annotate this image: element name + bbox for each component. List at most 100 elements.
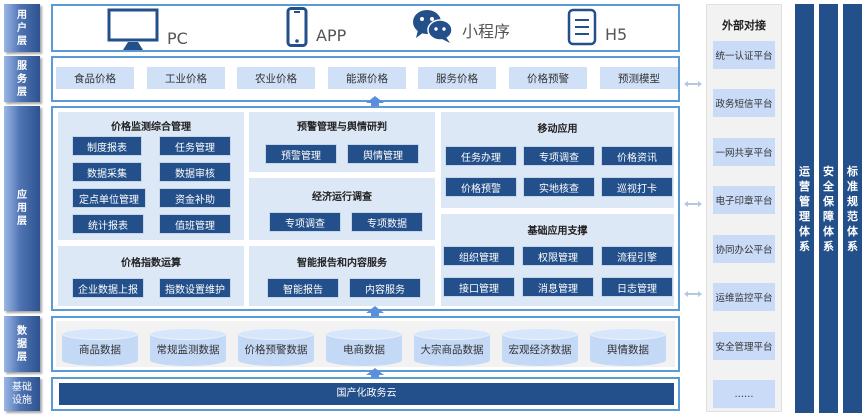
app-button[interactable]: 任务办理 (445, 146, 517, 166)
layer-label-text: 服务层 (17, 60, 27, 98)
data-store: 大宗商品数据 (414, 328, 490, 366)
data-store: 舆情数据 (590, 328, 666, 366)
panel-title: 智能报告和内容服务 (297, 258, 387, 269)
client-label: 小程序 (462, 22, 511, 41)
layer-label-data: 数据层 (4, 316, 40, 372)
app-button[interactable]: 实地核查 (523, 177, 595, 197)
panel-base-support: 基础应用支撑 组织管理 权限管理 流程引擎 接口管理 消息管理 日志管理 (441, 214, 674, 306)
external-title: 外部对接 (722, 19, 766, 32)
layer-label-infra: 基础设施 (4, 377, 40, 411)
service-item: 服务价格 (418, 67, 496, 89)
layer-label-application: 应用层 (4, 106, 40, 311)
app-button[interactable]: 专项调查 (523, 146, 595, 166)
app-button[interactable]: 价格资讯 (601, 146, 673, 166)
panel-smart-report: 智能报告和内容服务 智能报告 内容服务 (249, 246, 435, 306)
client-label: H5 (605, 25, 628, 44)
data-store: 宏观经济数据 (502, 328, 578, 366)
app-button[interactable]: 组织管理 (443, 246, 515, 266)
data-store-label: 舆情数据 (607, 344, 649, 356)
app-button[interactable]: 资金补助 (159, 188, 231, 208)
wechat-icon (413, 10, 453, 43)
app-button[interactable]: 企业数据上报 (72, 278, 144, 298)
app-button[interactable]: 统计报表 (72, 214, 144, 234)
bidirectional-arrow-icon (684, 291, 702, 297)
external-item[interactable]: 政务短信平台 (713, 89, 775, 117)
client-label: APP (316, 26, 347, 45)
panel-title: 预警管理与舆情研判 (297, 122, 387, 133)
service-item: 农业价格 (237, 67, 315, 89)
service-item: 能源价格 (328, 67, 406, 89)
pillar-label: 标准规范体系 (847, 165, 858, 253)
app-button[interactable]: 专项调查 (269, 212, 341, 232)
client-pc: PC (107, 8, 188, 50)
arrow-up-icon (366, 368, 384, 382)
app-button[interactable]: 数据审核 (159, 162, 231, 182)
arrow-up-icon (366, 96, 384, 110)
app-button[interactable]: 流程引擎 (601, 246, 673, 266)
app-button[interactable]: 日志管理 (601, 277, 673, 297)
data-store-label: 常规监测数据 (156, 344, 220, 356)
bidirectional-arrow-icon (684, 81, 702, 87)
app-button[interactable]: 舆情管理 (347, 144, 419, 164)
app-button[interactable]: 定点单位管理 (72, 188, 146, 208)
external-item[interactable]: 安全管理平台 (713, 332, 775, 360)
service-item: 价格预警 (509, 67, 587, 89)
pillar-standards: 标准规范体系 (843, 4, 862, 413)
app-button[interactable]: 预警管理 (265, 144, 337, 164)
infra-cloud-label: 国产化政务云 (336, 388, 397, 399)
data-store-label: 电商数据 (343, 344, 385, 356)
app-button[interactable]: 内容服务 (349, 278, 421, 298)
app-button[interactable]: 数据采集 (72, 162, 142, 182)
app-button[interactable]: 价格预警 (445, 177, 517, 197)
layer-label-text: 用户层 (17, 9, 27, 47)
bidirectional-arrow-icon (684, 201, 702, 207)
external-integration-panel: 外部对接 统一认证平台 政务短信平台 一网共享平台 电子印章平台 协同办公平台 … (706, 4, 782, 412)
panel-title: 移动应用 (537, 124, 578, 135)
smartphone-icon (286, 7, 308, 47)
pillar-security: 安全保障体系 (819, 4, 838, 413)
data-store-label: 商品数据 (79, 344, 121, 356)
app-button[interactable]: 巡视打卡 (601, 177, 673, 197)
panel-title: 基础应用支撑 (527, 226, 588, 237)
client-label: PC (167, 29, 188, 48)
layer-label-user: 用户层 (4, 4, 40, 52)
panel-warning: 预警管理与舆情研判 预警管理 舆情管理 (249, 112, 435, 172)
client-h5: H5 (567, 8, 627, 46)
external-item[interactable]: 电子印章平台 (713, 186, 775, 214)
app-button[interactable]: 专项数据 (351, 212, 423, 232)
app-button[interactable]: 消息管理 (522, 277, 594, 297)
infra-cloud-bar: 国产化政务云 (59, 383, 674, 405)
external-item: …… (713, 380, 775, 408)
app-button[interactable]: 接口管理 (443, 277, 515, 297)
data-store-label: 大宗商品数据 (420, 344, 484, 356)
data-store-label: 宏观经济数据 (508, 344, 572, 356)
app-button[interactable]: 权限管理 (522, 246, 594, 266)
pillar-label: 安全保障体系 (823, 165, 834, 253)
service-item: 预测模型 (600, 67, 678, 89)
client-miniprogram: 小程序 (412, 8, 510, 44)
document-icon (567, 8, 597, 46)
monitor-icon (107, 8, 159, 50)
layer-label-text: 数据层 (17, 325, 27, 363)
external-item[interactable]: 一网共享平台 (713, 138, 775, 166)
app-button[interactable]: 任务管理 (159, 136, 231, 156)
client-app: APP (286, 7, 346, 47)
data-store: 价格预警数据 (238, 328, 314, 366)
app-button[interactable]: 智能报告 (267, 278, 339, 298)
layer-label-service: 服务层 (4, 56, 40, 102)
data-store-label: 价格预警数据 (244, 344, 308, 356)
external-item[interactable]: 统一认证平台 (713, 41, 775, 69)
app-button[interactable]: 制度报表 (72, 136, 142, 156)
app-button[interactable]: 指数设置维护 (159, 278, 231, 298)
layer-label-text: 应用层 (17, 190, 27, 227)
layer-label-text: 基础设施 (12, 382, 32, 406)
panel-price-index: 价格指数运算 企业数据上报 指数设置维护 (58, 246, 244, 306)
data-store: 电商数据 (326, 328, 402, 366)
data-store: 商品数据 (62, 328, 138, 366)
data-store: 常规监测数据 (150, 328, 226, 366)
app-button[interactable]: 值班管理 (159, 214, 231, 234)
external-item[interactable]: 运维监控平台 (713, 283, 775, 311)
panel-title: 价格监测综合管理 (111, 122, 191, 133)
external-item[interactable]: 协同办公平台 (713, 235, 775, 263)
panel-mobile: 移动应用 任务办理 专项调查 价格资讯 价格预警 实地核查 巡视打卡 (441, 112, 674, 208)
